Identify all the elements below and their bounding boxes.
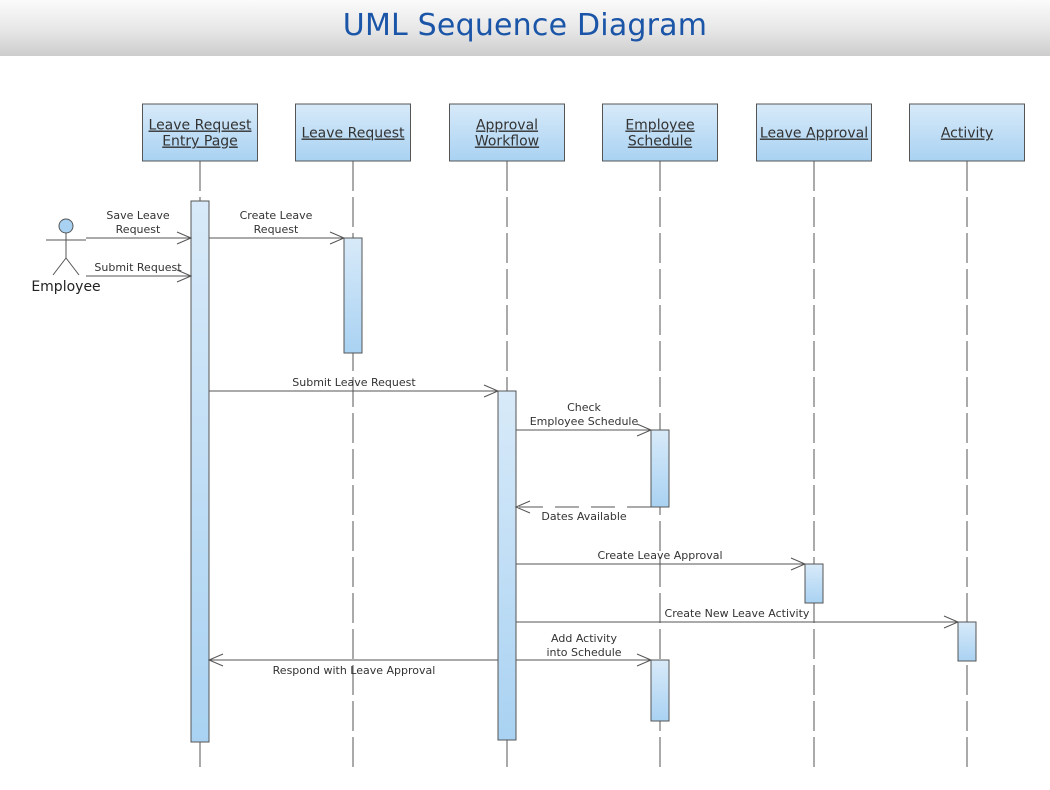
lifeline-object-approval[interactable]: Leave Approval [756,103,872,162]
actor-head-icon [58,218,74,234]
activation-bar-leave_request [343,237,363,354]
message-10[interactable]: Respond with Leave Approval [207,653,498,677]
message-label: Create Leave [240,209,313,222]
actor-right-leg [65,257,80,276]
title-banner: UML Sequence Diagram [0,0,1050,56]
message-label: Create New Leave Activity [665,607,810,620]
object-label: Approval [476,118,538,134]
arrowhead-icon [207,653,224,667]
message-3[interactable]: Submit Request [86,261,193,283]
message-label: Request [116,223,161,236]
arrowhead-icon [176,269,193,283]
message-label: Submit Leave Request [292,376,416,389]
actor-left-leg [52,257,67,276]
object-box[interactable] [449,103,565,162]
object-box[interactable] [602,103,718,162]
message-label: Add Activity [551,632,617,645]
message-8[interactable]: Create New Leave Activity [516,607,960,629]
arrowhead-icon [636,653,653,667]
activation-bar-schedule [650,429,670,508]
message-label: Check [567,401,601,414]
actor-employee[interactable]: Employee [31,218,101,295]
message-label: Save Leave [106,209,169,222]
arrowhead-icon [636,423,653,437]
message-7[interactable]: Create Leave Approval [516,549,807,571]
message-label: Create Leave Approval [597,549,722,562]
object-label: Leave Request [302,126,405,142]
message-label: into Schedule [546,646,621,659]
object-label: Schedule [628,134,692,150]
arrowhead-icon [790,557,807,571]
arrowhead-icon [329,231,346,245]
object-box[interactable] [909,103,1025,162]
activation-bar-approval [804,563,824,604]
object-box[interactable] [142,103,258,162]
object-label: Leave Approval [760,126,868,142]
object-box[interactable] [295,103,411,162]
object-label: Workflow [475,134,539,150]
object-label: Leave Request [149,118,252,134]
lifeline-object-activity[interactable]: Activity [909,103,1025,162]
message-label: Employee Schedule [530,415,639,428]
lifeline-object-leave_request[interactable]: Leave Request [295,103,411,162]
object-label: Entry Page [162,134,238,150]
arrowhead-icon [176,231,193,245]
activation-bar-schedule [650,659,670,722]
object-box[interactable] [756,103,872,162]
message-label: Dates Available [541,510,627,523]
message-4[interactable]: Submit Leave Request [209,376,500,398]
message-label: Submit Request [94,261,182,274]
arrowhead-icon [483,384,500,398]
message-6[interactable]: Dates Available [514,500,651,523]
activation-bar-entry [190,200,210,743]
object-label: Activity [941,126,993,142]
actor-label: Employee [31,279,100,295]
activation-bar-activity [957,621,977,662]
message-label: Request [254,223,299,236]
arrowhead-icon [943,615,960,629]
message-label: Respond with Leave Approval [273,664,436,677]
diagram-title: UML Sequence Diagram [342,8,708,43]
activation-bar-workflow [497,390,517,741]
arrowhead-icon [514,500,531,514]
object-label: Employee [625,118,694,134]
